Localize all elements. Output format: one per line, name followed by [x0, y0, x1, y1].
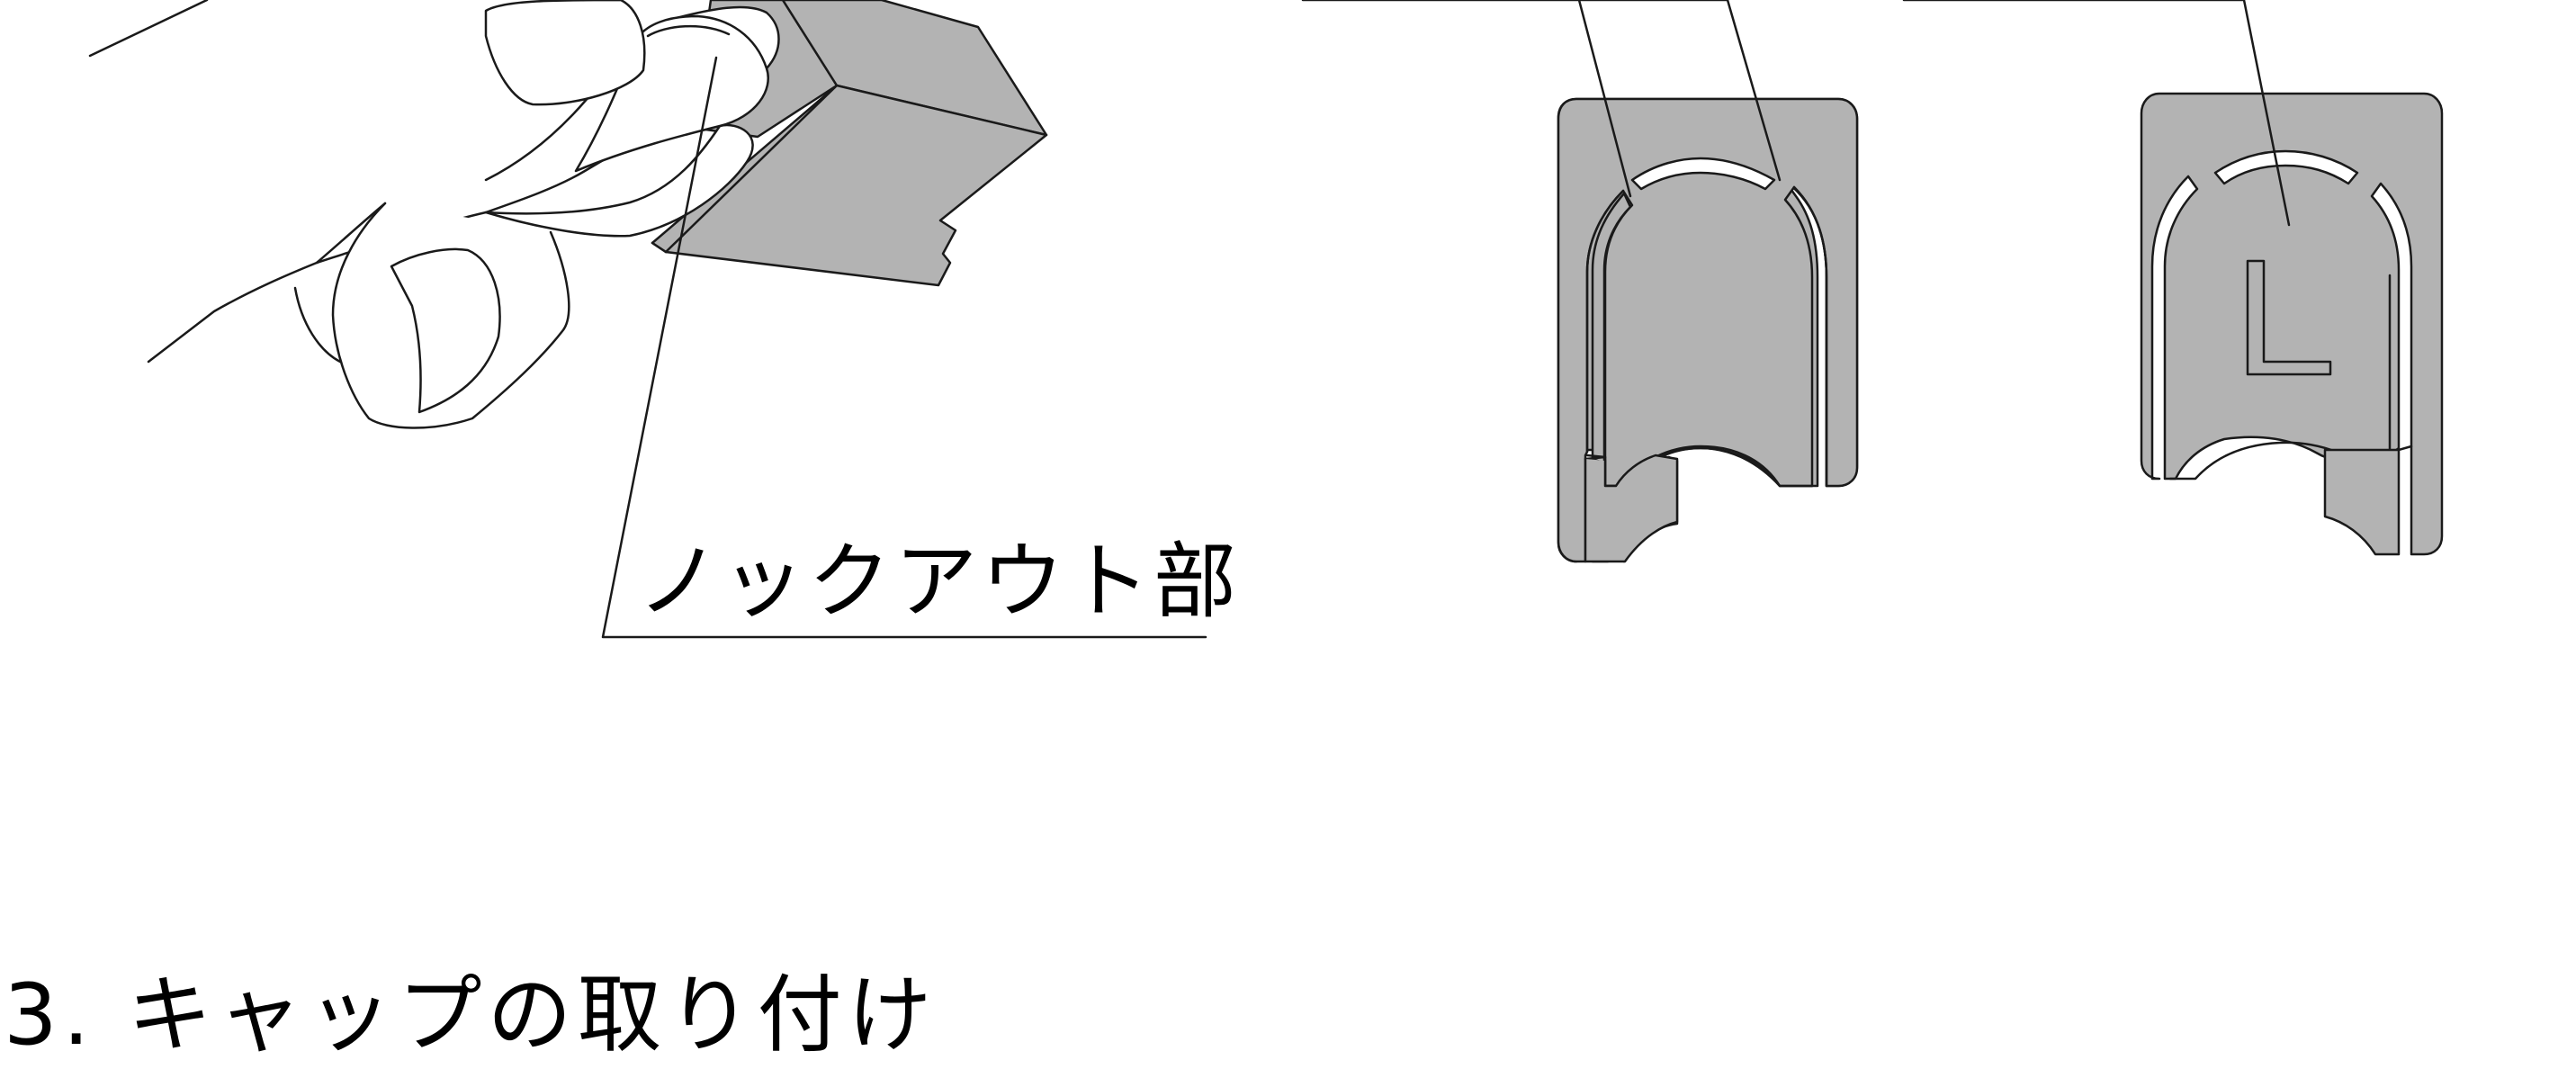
hand-illustration — [88, 0, 780, 429]
section-heading: 3. キャップの取り付け — [4, 966, 938, 1065]
knockout-leader-line — [601, 56, 1207, 639]
cap-l-mark — [2246, 259, 2332, 376]
cap-front-view — [1557, 97, 1859, 563]
cap-marked-leader — [1902, 0, 2291, 227]
knockout-label: ノックアウト部 — [637, 534, 1241, 630]
cap-front-leader — [1301, 0, 1782, 198]
cap-marked-view — [2140, 92, 2444, 556]
